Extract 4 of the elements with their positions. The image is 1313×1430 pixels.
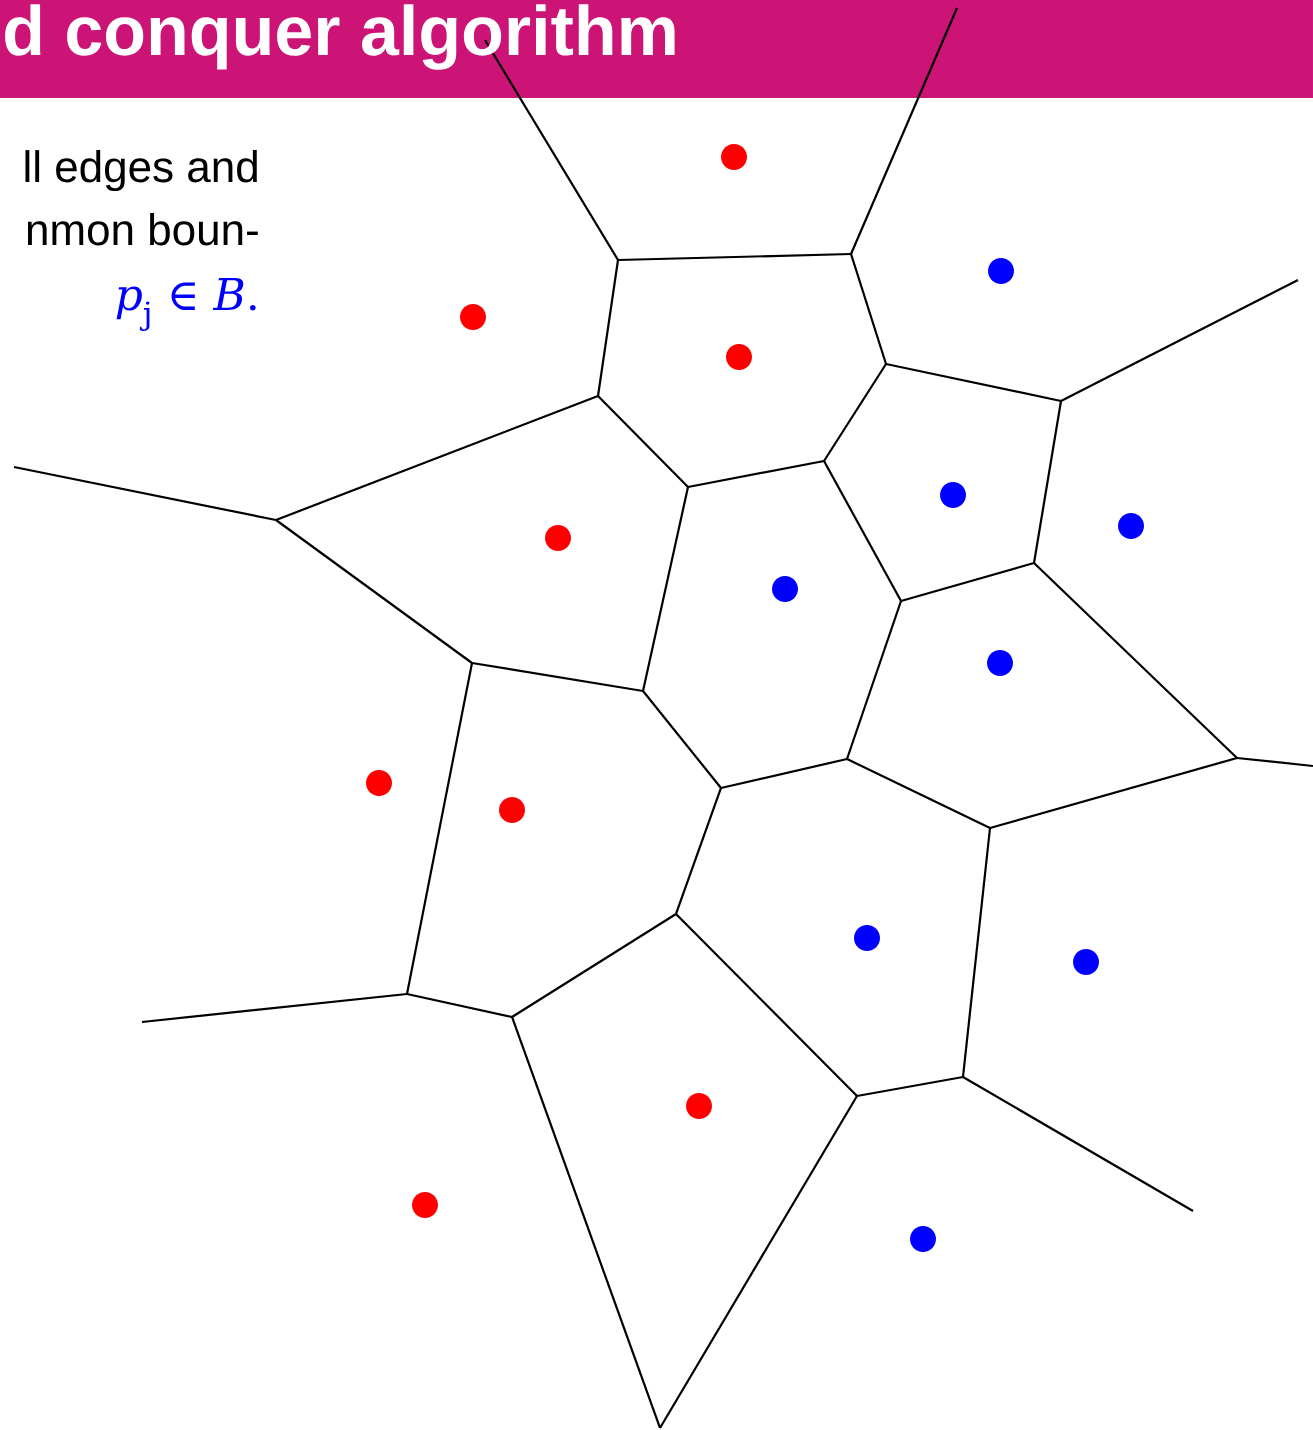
body-text: nmon boun- (27, 213, 258, 246)
body-text: p$_{j}$ ∈ B. (116, 277, 256, 331)
title-text: d conquer algorithm (5, 4, 675, 70)
body-text: ll edges and (25, 150, 257, 192)
